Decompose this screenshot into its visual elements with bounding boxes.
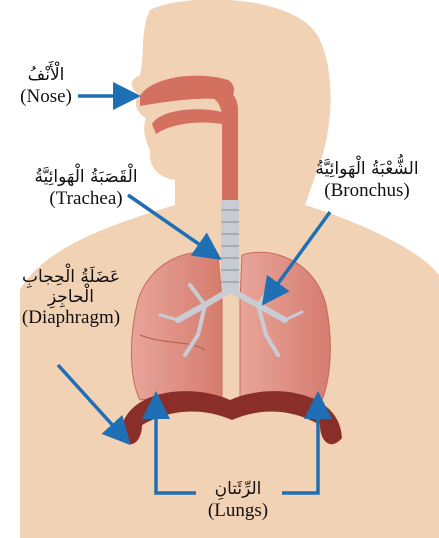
diaphragm-label-ar1: عَضَلَةُ الْحِجابِ	[6, 268, 136, 288]
nose-label: الْأَنْفُ (Nose)	[10, 66, 82, 107]
diaphragm-label-en: (Diaphragm)	[6, 307, 136, 329]
trachea-label-ar: الْقَصَبَةُ الْهَوائِيَّةُ	[16, 168, 156, 188]
trachea-label-en: (Trachea)	[16, 188, 156, 210]
diaphragm-label-ar2: الْحاجِزِ	[6, 288, 136, 308]
lungs-label: الرِّئَتانِ (Lungs)	[188, 480, 288, 521]
trachea-label: الْقَصَبَةُ الْهَوائِيَّةُ (Trachea)	[16, 168, 156, 209]
bronchus-label-en: (Bronchus)	[302, 180, 432, 202]
lungs-label-ar: الرِّئَتانِ	[188, 480, 288, 500]
lungs-label-en: (Lungs)	[188, 500, 288, 522]
bronchus-label-ar: الشُّعْبَةُ الْهَوائِيَّةُ	[302, 160, 432, 180]
bronchus-label: الشُّعْبَةُ الْهَوائِيَّةُ (Bronchus)	[302, 160, 432, 201]
nose-label-ar: الْأَنْفُ	[10, 66, 82, 86]
nose-label-en: (Nose)	[10, 86, 82, 108]
diaphragm-label: عَضَلَةُ الْحِجابِ الْحاجِزِ (Diaphragm)	[6, 268, 136, 329]
